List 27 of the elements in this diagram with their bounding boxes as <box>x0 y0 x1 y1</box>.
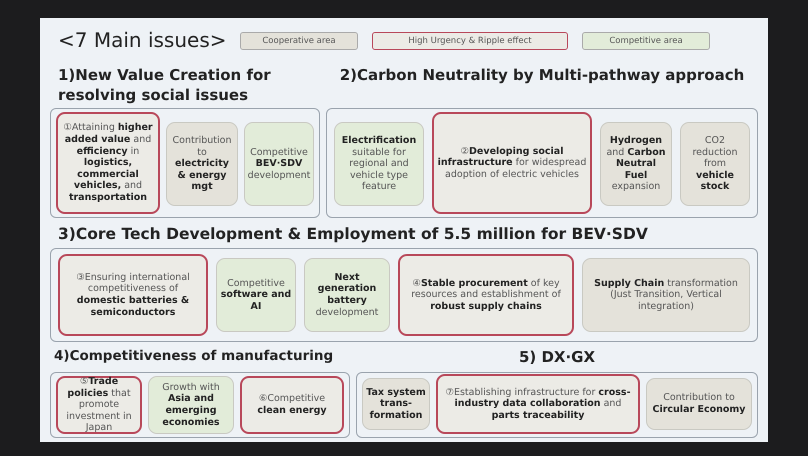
group-heading: 2)Carbon Neutrality by Multi-pathway approach <box>338 66 746 86</box>
legend-label: High Urgency & Ripple effect <box>408 36 532 46</box>
issue-box: ①Attaining higher added value and efficiency in logistics, commercial vehicles, and transportation <box>56 112 160 214</box>
issue-box: CO2 reduction from vehicle stock <box>680 122 750 206</box>
issue-box: Contribution to Circular Economy <box>646 378 752 430</box>
issue-box: Supply Chain transformation (Just Transition, Vertical integration) <box>582 258 750 332</box>
legend-label: Cooperative area <box>262 36 336 46</box>
issue-box: ⑤Trade policies that promote investment in Japan <box>56 376 142 434</box>
group-heading: 5) DX·GX <box>518 348 596 368</box>
issue-box: ③Ensuring international competitiveness of domestic batteries & semiconductors <box>58 254 208 336</box>
issue-box: Growth with Asia and emerging economies <box>148 376 234 434</box>
issue-box: ②Developing social infrastructure for widespread adoption of electric vehicles <box>432 112 592 214</box>
slide-title: <7 Main issues> <box>58 28 226 52</box>
legend-label: Competitive area <box>609 36 683 46</box>
issue-box: Hydrogen and Carbon Neutral Fuel expansion <box>600 122 672 206</box>
group-heading: 3)Core Tech Development & Employment of 5.5 million for BEV·SDV <box>58 224 649 244</box>
issue-box: Competitive BEV·SDV development <box>244 122 314 206</box>
issue-box: Electrification suitable for regional and vehicle type feature <box>334 122 424 206</box>
issue-box: ④Stable procurement of key resources and establishment of robust supply chains <box>398 254 574 336</box>
issue-box: Competitive software and AI <box>216 258 296 332</box>
issue-box: ⑥Competitive clean energy <box>240 376 344 434</box>
issue-box: Next generation battery development <box>304 258 390 332</box>
group-heading: 1)New Value Creation for resolving social issues <box>58 66 272 105</box>
issue-box: Contribution to electricity & energy mgt <box>166 122 238 206</box>
group-heading: 4)Competitiveness of manufacturing <box>54 348 334 366</box>
issue-box: Tax system trans- formation <box>362 378 430 430</box>
issue-box: ⑦Establishing infrastructure for cross-industry data collaboration and parts traceability <box>436 374 640 434</box>
